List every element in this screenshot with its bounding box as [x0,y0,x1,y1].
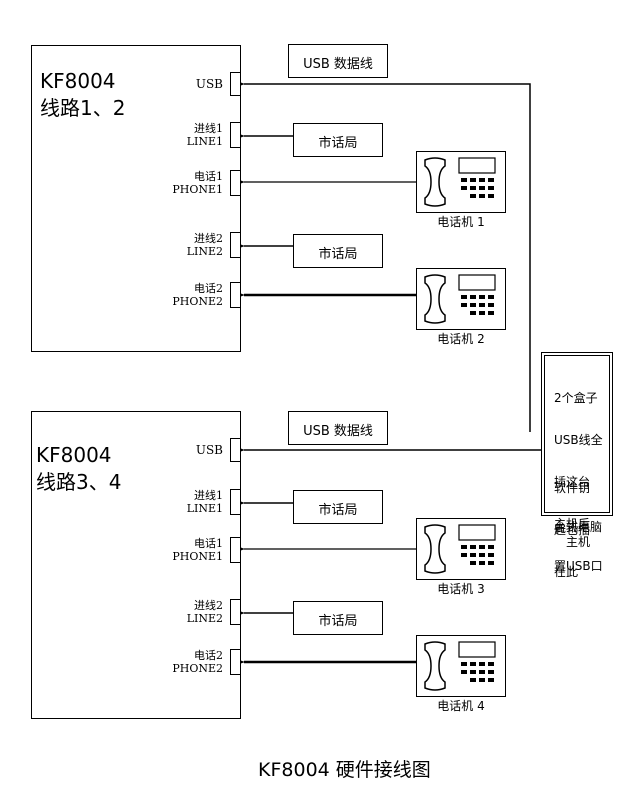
telephone-icon [416,635,506,697]
phone1-port-2 [230,537,241,563]
usb-cable-line-1 [231,79,531,432]
phone-label-4: 电话机 4 [437,699,485,713]
phone-label-3: 电话机 3 [437,582,485,596]
phone-label-1: 电话机 1 [437,215,485,229]
exchange-box-1b: 市话局 [293,234,383,268]
device-model-2: KF8004 [36,443,112,467]
device-model-1: KF8004 [40,69,116,93]
device-title-2: KF8004 线路3、4 [36,442,121,496]
telephone-icon [416,268,506,330]
usb-cable-label-2: USB 数据线 [288,411,388,445]
software-key-note: 软件钥 匙也插 在此 [554,481,591,579]
phone-label-2: 电话机 2 [437,332,485,346]
exchange-box-2a: 市话局 [293,490,383,524]
device-box-2 [31,411,241,719]
computer-label: 台式电脑 主机 [553,520,602,549]
desktop-computer-box: 2个盒子 USB线全 插这台 主机后 置USB口 软件钥 匙也插 在此 [541,352,613,579]
device-box-1 [31,45,241,352]
usb-port-label-2: USB [195,443,223,457]
device-lines-1: 线路1、2 [40,96,126,120]
usb-port-1 [230,72,241,96]
exchange-box-1a: 市话局 [293,123,383,157]
exchange-box-2b: 市话局 [293,601,383,635]
line1-port-2 [230,489,241,515]
telephone-icon [416,151,506,213]
device-lines-2: 线路3、4 [36,470,122,494]
phone1-port-1 [230,170,241,196]
usb-cable-label-1: USB 数据线 [288,44,388,78]
phone2-port-1 [230,282,241,308]
phone2-port-2 [230,649,241,675]
device-title-1: KF8004 线路1、2 [40,68,125,122]
computer-inner-panel [544,355,610,513]
diagram-caption: KF8004 硬件接线图 [258,759,431,781]
usb-port-2 [230,438,241,462]
line1-port-1 [230,122,241,148]
computer-note: 2个盒子 USB线全 插这台 主机后 置USB口 [554,391,603,573]
line2-port-2 [230,599,241,625]
line2-port-1 [230,232,241,258]
usb-port-label-1: USB [195,77,223,91]
telephone-icon [416,518,506,580]
